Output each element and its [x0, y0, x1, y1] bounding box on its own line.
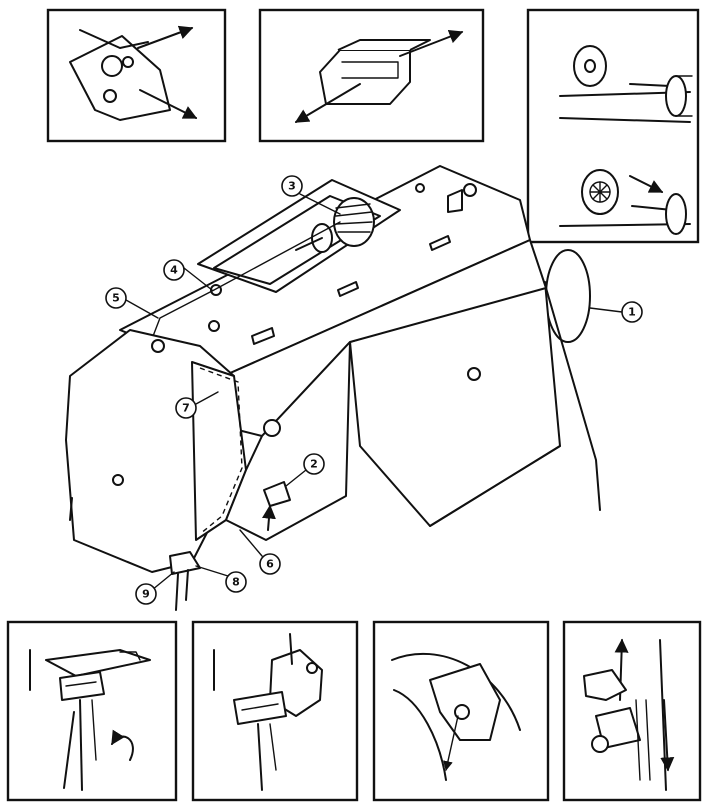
svg-text:8: 8 [232, 576, 240, 589]
callout-3: 3 [281, 175, 341, 215]
inset-thread-take-up-guide [258, 8, 485, 143]
svg-text:4: 4 [170, 264, 178, 277]
callout-4: 4 [163, 259, 213, 291]
svg-text:7: 7 [182, 402, 190, 415]
svg-text:9: 9 [142, 588, 150, 601]
inset-needle-thread-guide [191, 620, 359, 802]
callout-2: 2 [285, 453, 325, 487]
inset-thread-guide-plate [46, 8, 227, 143]
callout-9: 9 [135, 571, 175, 605]
svg-text:6: 6 [266, 558, 274, 571]
callout-1: 1 [589, 301, 643, 323]
callouts: 1 2 3 4 5 6 7 [105, 175, 643, 605]
inset-needle-clamp [6, 620, 178, 802]
callout-8: 8 [195, 565, 247, 593]
svg-text:5: 5 [112, 292, 120, 305]
callout-6: 6 [239, 529, 281, 575]
callout-7: 7 [175, 391, 219, 419]
svg-text:2: 2 [310, 458, 318, 471]
inset-hand-threading [562, 620, 702, 802]
callout-5: 5 [105, 287, 159, 319]
svg-text:3: 3 [288, 180, 296, 193]
svg-text:1: 1 [628, 306, 636, 319]
inset-thread-hook [372, 620, 550, 802]
sewing-machine-body [65, 165, 601, 611]
inset-spool-cap [526, 8, 700, 244]
